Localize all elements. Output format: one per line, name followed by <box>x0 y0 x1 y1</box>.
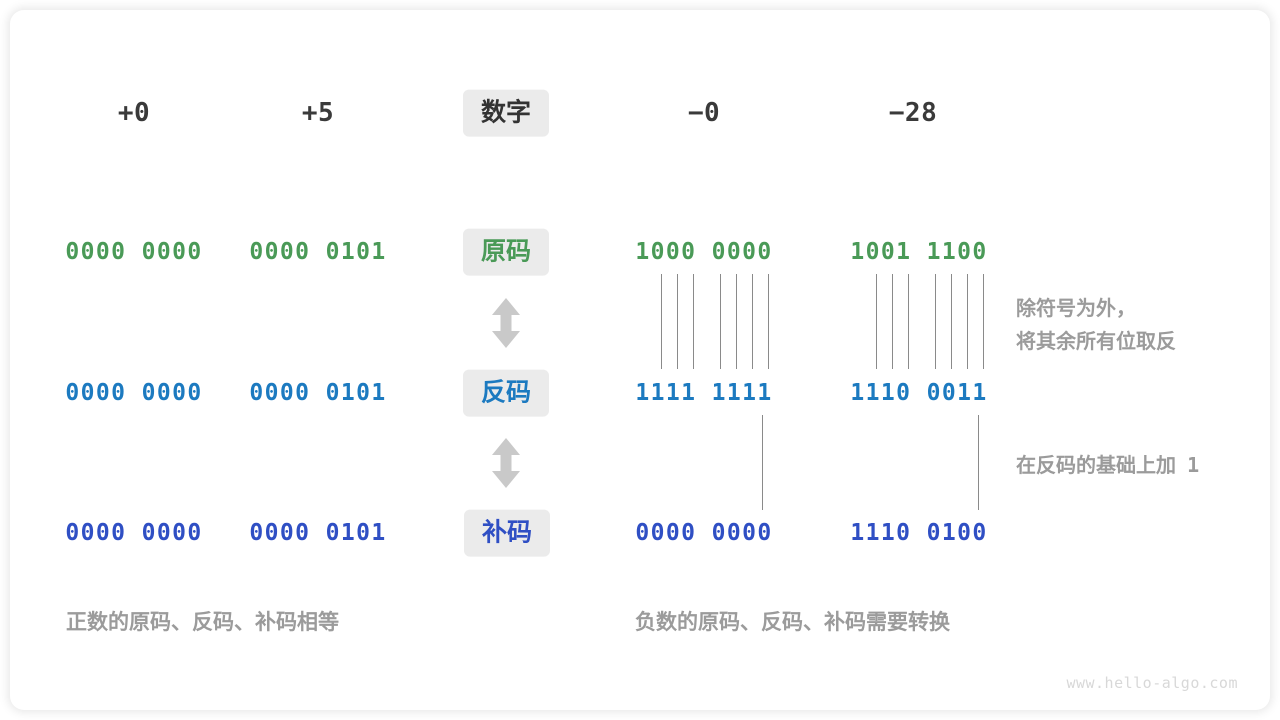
header-value-pos-zero: +0 <box>117 98 151 128</box>
bit-connector-line <box>908 274 909 369</box>
header-value-neg-zero: −0 <box>687 98 721 128</box>
header-value-neg-twentyeight: −28 <box>888 98 938 128</box>
bit-connector-line <box>876 274 877 369</box>
bit-connector-line <box>693 274 694 369</box>
row-label-badge-ones-complement: 反码 <box>462 369 550 417</box>
bit-connector-line <box>720 274 721 369</box>
bit-connector-line <box>677 274 678 369</box>
bit-connector-line <box>768 274 769 369</box>
carry-connector-line <box>762 415 763 510</box>
bit-connector-line <box>736 274 737 369</box>
header-value-pos-five: +5 <box>301 98 335 128</box>
sign-magnitude-pos-five: 0000 0101 <box>249 239 387 265</box>
bit-connector-line <box>983 274 984 369</box>
carry-connector-line <box>978 415 979 510</box>
ones-complement-neg-twentyeight: 1110 0011 <box>850 380 988 406</box>
arrow-up-down-icon <box>489 296 523 350</box>
bit-connector-line <box>892 274 893 369</box>
ones-complement-pos-five: 0000 0101 <box>249 380 387 406</box>
twos-complement-pos-five: 0000 0101 <box>249 520 387 546</box>
caption-negative: 负数的原码、反码、补码需要转换 <box>635 611 950 634</box>
twos-complement-neg-twentyeight: 1110 0100 <box>850 520 988 546</box>
annotation-add-one: 在反码的基础上加 1 <box>1016 449 1199 478</box>
bit-connector-line <box>935 274 936 369</box>
annotation-add-one-value: 1 <box>1187 453 1200 477</box>
bit-connector-line <box>661 274 662 369</box>
twos-complement-neg-zero: 0000 0000 <box>635 520 773 546</box>
bit-connector-line <box>752 274 753 369</box>
sign-magnitude-neg-zero: 1000 0000 <box>635 239 773 265</box>
watermark: www.hello-algo.com <box>1066 674 1238 692</box>
row-label-badge-number: 数字 <box>462 89 550 137</box>
ones-complement-neg-zero: 1111 1111 <box>635 380 773 406</box>
row-label-badge-sign-magnitude: 原码 <box>462 228 550 276</box>
annotation-invert-bits: 除符号为外， 将其余所有位取反 <box>1016 298 1176 353</box>
annotation-add-one-text: 在反码的基础上加 <box>1016 455 1188 477</box>
twos-complement-pos-zero: 0000 0000 <box>65 520 203 546</box>
caption-positive: 正数的原码、反码、补码相等 <box>66 611 339 634</box>
sign-magnitude-pos-zero: 0000 0000 <box>65 239 203 265</box>
row-label-badge-twos-complement: 补码 <box>463 509 551 557</box>
bit-connector-line <box>967 274 968 369</box>
diagram-card: +0 +5 数字 −0 −28 0000 0000 0000 0101 原码 1… <box>10 10 1270 710</box>
ones-complement-pos-zero: 0000 0000 <box>65 380 203 406</box>
arrow-up-down-icon-2 <box>489 436 523 490</box>
bit-connector-line <box>951 274 952 369</box>
sign-magnitude-neg-twentyeight: 1001 1100 <box>850 239 988 265</box>
